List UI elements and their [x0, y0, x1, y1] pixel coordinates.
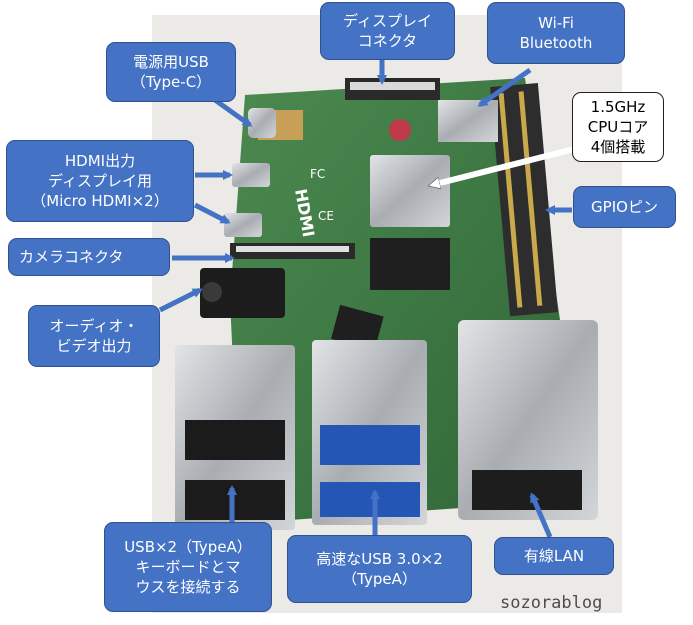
label-camera-connector: カメラコネクタ — [8, 238, 170, 276]
fc-mark: FC — [310, 167, 325, 181]
label-lan: 有線LAN — [494, 537, 614, 575]
watermark: sozorablog — [500, 593, 603, 613]
audio-jack — [200, 268, 285, 318]
label-audio-video: オーディオ・ ビデオ出力 — [28, 305, 160, 367]
micro-hdmi-port-1 — [232, 163, 270, 187]
raspberry-logo — [389, 119, 411, 141]
label-hdmi: HDMI出力 ディスプレイ用 （Micro HDMI×2） — [6, 140, 194, 222]
wifi-module — [438, 100, 498, 142]
gpio-header — [490, 82, 558, 317]
arrow-wifi — [477, 67, 532, 108]
cpu-chip — [370, 155, 450, 227]
label-cpu: 1.5GHz CPUコア 4個搭載 — [572, 92, 664, 162]
ce-mark: CE — [318, 209, 334, 223]
label-display-connector: ディスプレイ コネクタ — [320, 2, 455, 60]
arrow-hdmi-2 — [193, 202, 231, 225]
arrow-lan — [529, 492, 553, 538]
arrow-cpu — [432, 145, 579, 185]
label-power-usb: 電源用USB （Type-C） — [106, 42, 236, 102]
arrow-power — [213, 97, 253, 128]
usb-c-port — [248, 108, 276, 138]
arrow-audio — [158, 287, 203, 313]
label-usb2: USB×2（TypeA） キーボードとマ ウスを接続する — [104, 522, 272, 612]
label-usb3: 高速なUSB 3.0×2 （TypeA） — [287, 535, 472, 603]
label-wifi-bluetooth: Wi-Fi Bluetooth — [487, 2, 625, 64]
ram-chip — [370, 238, 450, 290]
label-gpio: GPIOピン — [573, 186, 676, 228]
micro-hdmi-port-2 — [224, 213, 262, 237]
